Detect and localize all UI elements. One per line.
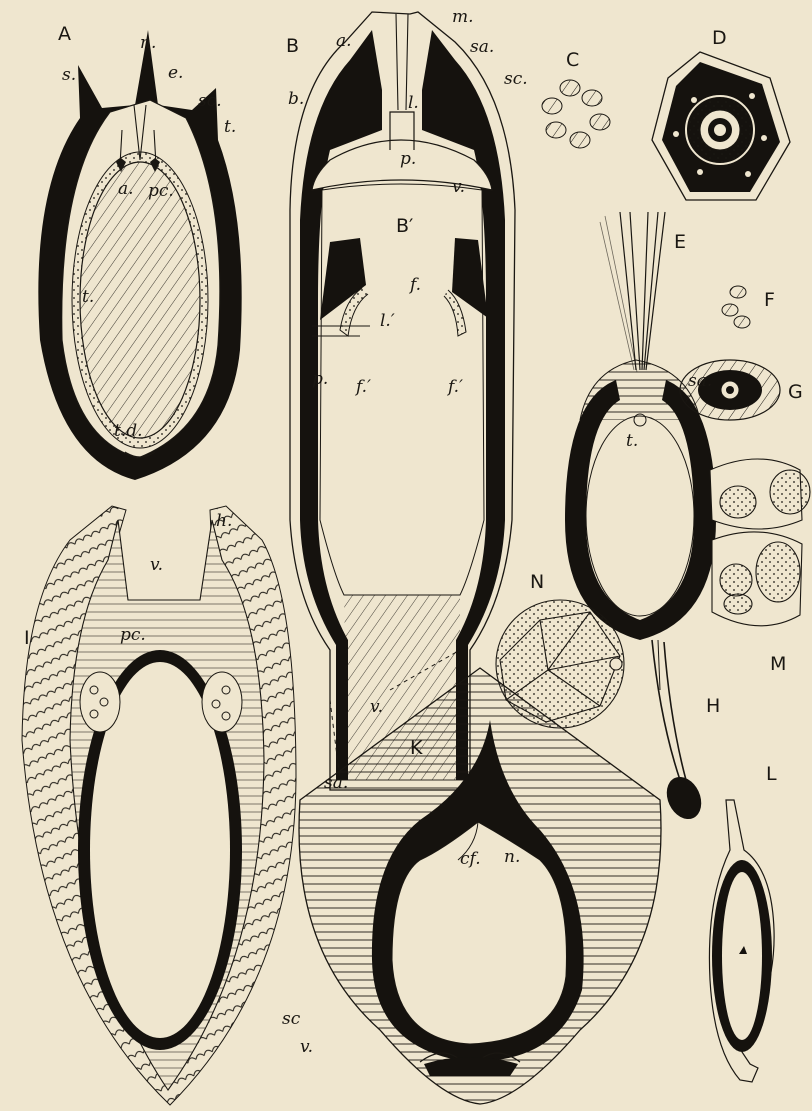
label-e-sa: sa. — [688, 371, 712, 391]
label-a-a: a. — [118, 179, 134, 199]
panel-letter-c: C — [566, 49, 579, 71]
label-i-pc: pc. — [120, 625, 146, 645]
panel-c-cells — [542, 80, 610, 148]
panel-letter-a: A — [58, 23, 71, 45]
label-k-sc: sc — [282, 1009, 301, 1029]
panel-d-hexagonal-section — [652, 52, 790, 200]
label-b-a: a. — [336, 31, 352, 51]
label-a-n: n. — [140, 33, 156, 53]
panel-l-seed-section — [709, 800, 774, 1082]
label-b-p: p. — [400, 149, 416, 169]
label-k-n: n. — [504, 847, 520, 867]
panel-letter-h: H — [706, 695, 720, 717]
label-a-e: e. — [168, 63, 183, 83]
label-a-td: t.d. — [114, 421, 143, 441]
panel-h-seed-with-wing — [652, 640, 708, 825]
panel-letter-b-prime: B′ — [396, 215, 413, 237]
label-bp-f-prime-left: f.′ — [354, 377, 371, 397]
panel-e-seed-with-hairs — [565, 212, 716, 640]
panel-letter-g: G — [788, 381, 803, 403]
label-a-sc: sc. — [198, 91, 222, 111]
label-i-h: h. — [216, 511, 232, 531]
label-a-t-side: t. — [82, 287, 94, 307]
panel-f-cells — [722, 286, 750, 328]
label-a-pc: pc. — [148, 181, 174, 201]
label-b-b: b. — [288, 89, 304, 109]
label-e-t: t. — [626, 431, 638, 451]
label-bp-f: f. — [408, 275, 421, 295]
label-k-cf: cf. — [460, 849, 481, 869]
label-b-sc: sc. — [504, 69, 528, 89]
panel-letter-k: K — [410, 737, 423, 759]
label-k-sa: sa. — [324, 773, 348, 793]
panel-letter-d: D — [712, 27, 727, 49]
panel-letter-f: F — [764, 289, 775, 311]
label-a-t-top: t. — [224, 117, 236, 137]
label-bp-f-prime-right: f.′ — [446, 377, 463, 397]
panel-letter-i: I — [24, 627, 30, 649]
label-b-v-bottom: v. — [370, 697, 383, 717]
label-k-v: v. — [300, 1037, 313, 1057]
panel-i-seed-section — [22, 506, 296, 1105]
label-b-v: v. — [452, 177, 465, 197]
label-i-v: v. — [150, 555, 163, 575]
label-b-sa: sa. — [470, 37, 494, 57]
panel-letter-b: B — [286, 35, 299, 57]
label-a-s: s. — [62, 65, 76, 85]
panel-letter-e: E — [674, 231, 686, 253]
label-bp-p: p. — [312, 369, 328, 389]
label-bp-l-prime: l.′ — [380, 311, 395, 331]
label-b-l: l. — [408, 93, 419, 113]
panel-letter-l: L — [766, 763, 777, 785]
panel-letter-n: N — [530, 571, 544, 593]
panel-m-cells — [710, 459, 810, 626]
panel-letter-m: M — [770, 653, 786, 675]
label-b-m: m. — [452, 7, 474, 27]
